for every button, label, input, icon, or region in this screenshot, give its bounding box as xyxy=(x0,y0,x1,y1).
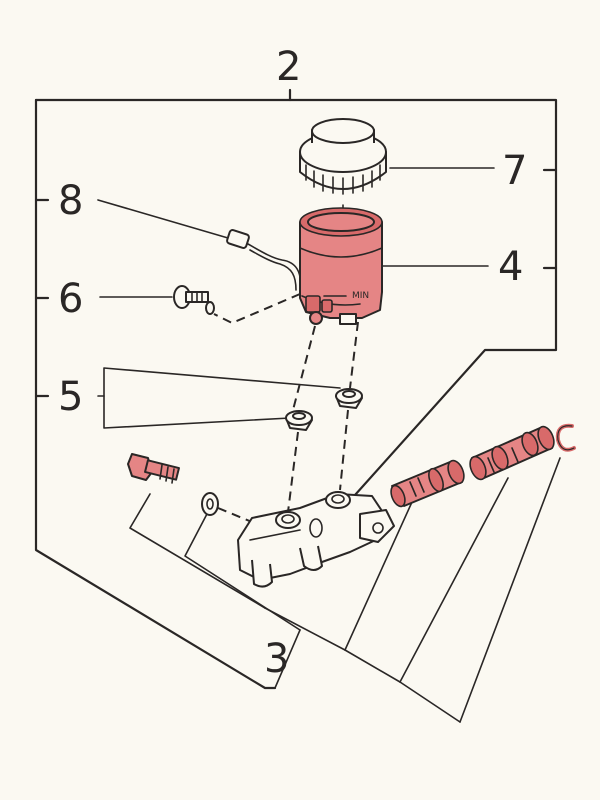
washer xyxy=(201,492,219,516)
banjo-bolt xyxy=(127,453,180,484)
mounting-screw xyxy=(173,285,215,315)
circlip xyxy=(555,423,576,452)
callout-8: 8 xyxy=(58,178,83,224)
callout-3: 3 xyxy=(264,636,289,682)
callout-7: 7 xyxy=(502,148,527,194)
brake-fluid-reservoir: MIN xyxy=(299,207,383,325)
grommet-right xyxy=(335,388,363,409)
assembly-bracket xyxy=(34,88,558,690)
min-level-marking: MIN xyxy=(352,291,369,301)
callout-2: 2 xyxy=(276,44,301,90)
callout-5: 5 xyxy=(58,374,83,420)
secondary-piston xyxy=(390,459,465,508)
leader-fan-3 xyxy=(129,457,561,723)
callout-6: 6 xyxy=(58,276,83,322)
grommet-left xyxy=(285,410,313,431)
primary-piston xyxy=(469,425,555,481)
assembly-guides xyxy=(213,293,359,523)
leader-lines xyxy=(97,167,495,429)
callout-4: 4 xyxy=(498,244,523,290)
level-sensor-wire xyxy=(226,229,302,291)
master-cylinder-body xyxy=(237,491,395,588)
